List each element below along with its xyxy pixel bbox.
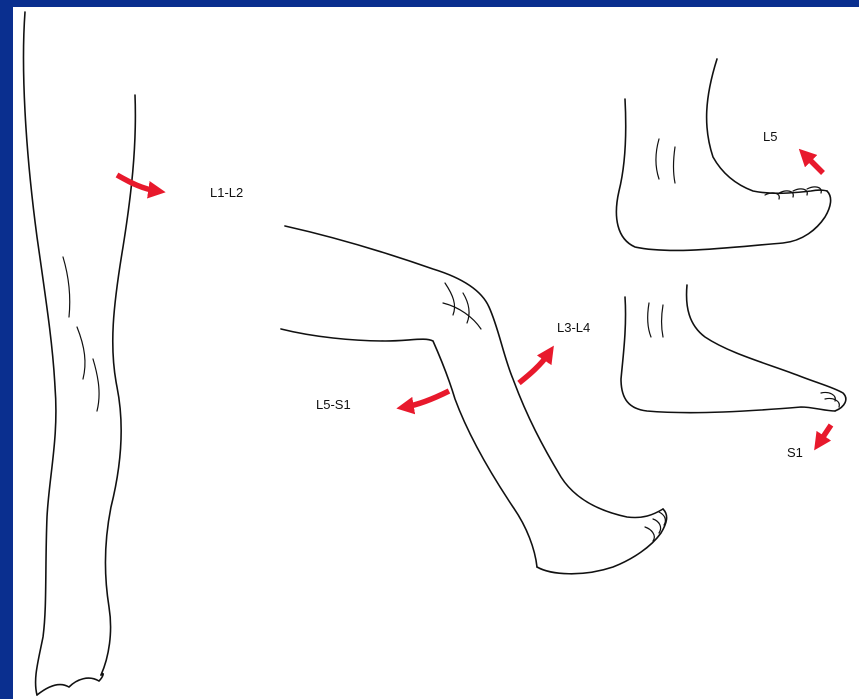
standing-leg-outer-outline (24, 12, 56, 695)
upper-foot-front-outline (707, 59, 827, 193)
upper-foot-drawing (616, 59, 830, 250)
myotome-figure (13, 7, 859, 699)
lower-foot-toes (821, 392, 839, 407)
upper-foot-ankle-crease (656, 139, 675, 183)
dorsiflexion-arrow (805, 155, 823, 173)
label-knee-flexion: L5-S1 (316, 397, 351, 412)
upper-foot-back-outline (616, 99, 830, 250)
bent-foot-sole (537, 509, 667, 574)
standing-calf-crease (93, 359, 99, 411)
diagram-frame: L1-L2 L3-L4 L5-S1 L5 S1 (13, 7, 859, 699)
thigh-bottom-outline (281, 329, 537, 567)
hip-flexion-arrow (117, 175, 157, 191)
knee-flexion-arrow (405, 391, 449, 407)
standing-knee-crease (63, 257, 85, 379)
upper-foot-toes (765, 187, 821, 199)
thigh-top-outline (285, 226, 663, 518)
lower-foot-ankle-crease (648, 303, 663, 337)
lower-foot-front-outline (687, 285, 846, 411)
knee-extension-arrow (519, 353, 549, 383)
plantarflexion-arrow (819, 425, 831, 443)
label-plantarflexion: S1 (787, 445, 803, 460)
standing-foot-toes (37, 674, 103, 695)
standing-leg-drawing (24, 12, 136, 695)
lower-foot-back-outline (621, 297, 835, 413)
label-hip: L1-L2 (210, 185, 243, 200)
label-dorsiflexion: L5 (763, 129, 777, 144)
lower-foot-drawing (621, 285, 846, 413)
label-knee-extension: L3-L4 (557, 320, 590, 335)
